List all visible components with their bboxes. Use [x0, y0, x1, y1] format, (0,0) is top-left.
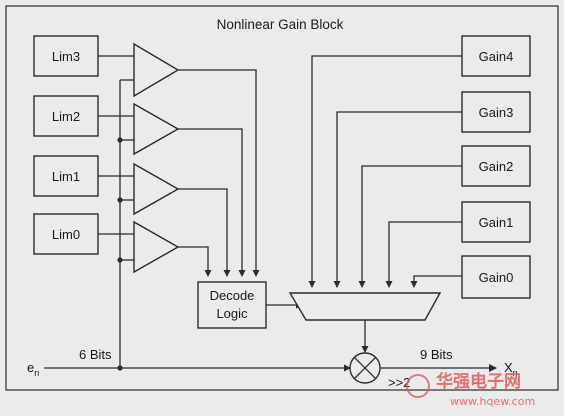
lim2-block: Lim2 [33, 95, 99, 137]
gain1-block: Gain1 [461, 201, 531, 243]
watermark-logo-icon [406, 374, 430, 398]
bus-junction-dots [117, 137, 123, 371]
gain-to-mux-wires [308, 55, 462, 288]
gain3-label: Gain3 [479, 105, 514, 120]
comparator-to-decode-wires [178, 69, 260, 277]
watermark: 华强电子网 www.hqew.com [406, 371, 535, 408]
gain-multiplexer [288, 292, 442, 321]
gain1-label: Gain1 [479, 215, 514, 230]
lim1-block: Lim1 [33, 155, 99, 197]
lim0-label: Lim0 [52, 227, 80, 242]
shift-label: >>2 [388, 375, 410, 390]
outer-frame [5, 5, 559, 391]
lim3-block: Lim3 [33, 35, 99, 77]
input-bus [119, 79, 134, 368]
comparator-3 [133, 42, 180, 98]
gain4-block: Gain4 [461, 35, 531, 77]
lim2-label: Lim2 [52, 109, 80, 124]
input-label: en [27, 360, 39, 378]
decode-logic-block: Decode Logic [197, 281, 267, 329]
gain4-label: Gain4 [479, 49, 514, 64]
multiplier-icon [349, 352, 381, 384]
gain2-label: Gain2 [479, 159, 514, 174]
lim0-block: Lim0 [33, 213, 99, 255]
comparator-2 [133, 102, 180, 156]
watermark-url: www.hqew.com [450, 395, 535, 408]
input-width-label: 6 Bits [79, 347, 112, 362]
comparator-1 [133, 162, 180, 216]
comparator-0 [133, 220, 180, 274]
decode-label: Decode [210, 288, 255, 303]
lim-to-comparator-wires [98, 55, 134, 235]
lim3-label: Lim3 [52, 49, 80, 64]
gain0-label: Gain0 [479, 270, 514, 285]
output-label: Xn [504, 360, 518, 378]
output-width-label: 9 Bits [420, 347, 453, 362]
gain0-block: Gain0 [461, 255, 531, 299]
gain2-block: Gain2 [461, 145, 531, 187]
logic-label: Logic [216, 306, 248, 321]
diagram-title: Nonlinear Gain Block [217, 17, 344, 32]
gain3-block: Gain3 [461, 91, 531, 133]
watermark-cn: 华强电子网 [436, 371, 521, 392]
lim1-label: Lim1 [52, 169, 80, 184]
